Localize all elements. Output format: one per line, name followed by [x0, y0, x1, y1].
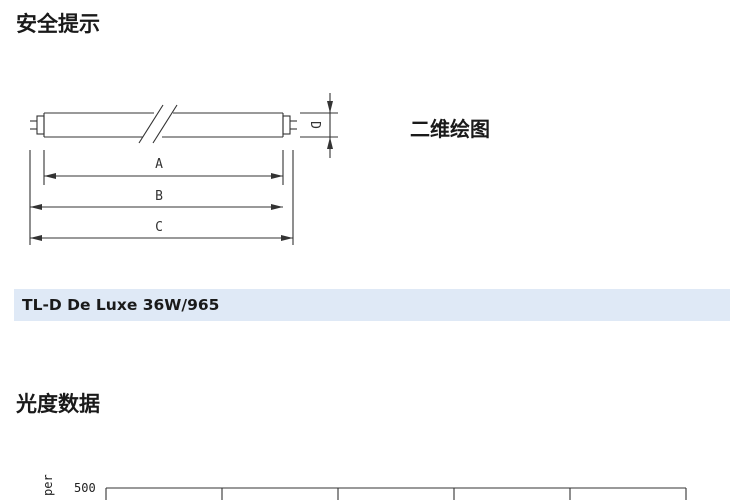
dim-c-label: C — [155, 220, 163, 235]
dim-a-label: A — [155, 157, 163, 172]
product-bar: TL-D De Luxe 36W/965 — [14, 289, 730, 321]
chart-y-tick-500: 500 — [74, 481, 96, 495]
dim-d-arrow-top — [327, 101, 333, 113]
safety-heading: 安全提示 — [16, 12, 100, 36]
dim-a-arrow-left — [44, 173, 56, 179]
lamp-dimension-drawing: A B C D — [29, 93, 338, 245]
break-mark-2 — [152, 104, 178, 144]
dim-b-arrow-left — [30, 204, 42, 210]
break-mark-1 — [138, 104, 164, 144]
dim-d-arrow-bottom — [327, 137, 333, 149]
dim-c-arrow-left — [30, 235, 42, 241]
chart-y-axis-label: per — [41, 474, 55, 496]
photometric-heading: 光度数据 — [16, 392, 100, 416]
dim-a-arrow-right — [271, 173, 283, 179]
dim-b-label: B — [155, 189, 163, 204]
dim-d-label: D — [307, 121, 322, 129]
dim-b-arrow-right — [271, 204, 283, 210]
dim-c-arrow-right — [281, 235, 293, 241]
photometric-chart: per 500 — [41, 474, 687, 500]
drawing-title: 二维绘图 — [410, 117, 490, 141]
end-cap-right — [282, 115, 291, 135]
product-name: TL-D De Luxe 36W/965 — [22, 296, 220, 314]
end-cap-left — [36, 115, 45, 135]
